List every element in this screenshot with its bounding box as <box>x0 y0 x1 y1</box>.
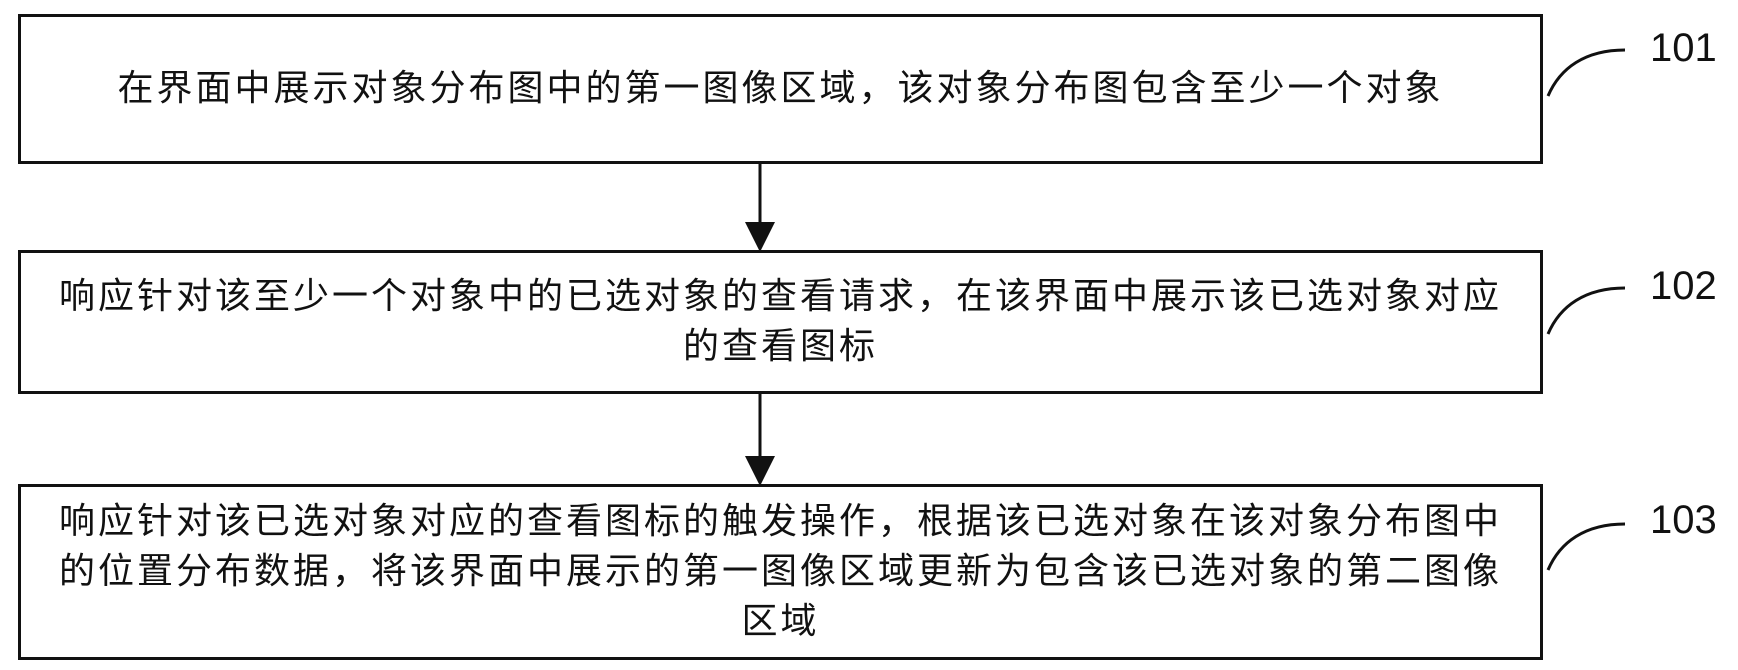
leader-line-101 <box>1546 48 1626 97</box>
step-box-102: 响应针对该至少一个对象中的已选对象的查看请求，在该界面中展示该已选对象对应的查看… <box>18 250 1543 394</box>
step-number-101: 101 <box>1650 26 1717 70</box>
step-text-102: 响应针对该至少一个对象中的已选对象的查看请求，在该界面中展示该已选对象对应的查看… <box>58 276 1502 367</box>
leader-line-102 <box>1546 286 1626 335</box>
step-box-101: 在界面中展示对象分布图中的第一图像区域，该对象分布图包含至少一个对象 <box>18 14 1543 164</box>
leader-line-103 <box>1546 522 1626 571</box>
step-text-101: 在界面中展示对象分布图中的第一图像区域，该对象分布图包含至少一个对象 <box>117 68 1444 109</box>
step-number-102: 102 <box>1650 264 1717 308</box>
step-text-103: 响应针对该已选对象对应的查看图标的触发操作，根据该已选对象在该对象分布图中的位置… <box>58 501 1502 642</box>
step-number-103: 103 <box>1650 498 1717 542</box>
step-box-103: 响应针对该已选对象对应的查看图标的触发操作，根据该已选对象在该对象分布图中的位置… <box>18 484 1543 660</box>
